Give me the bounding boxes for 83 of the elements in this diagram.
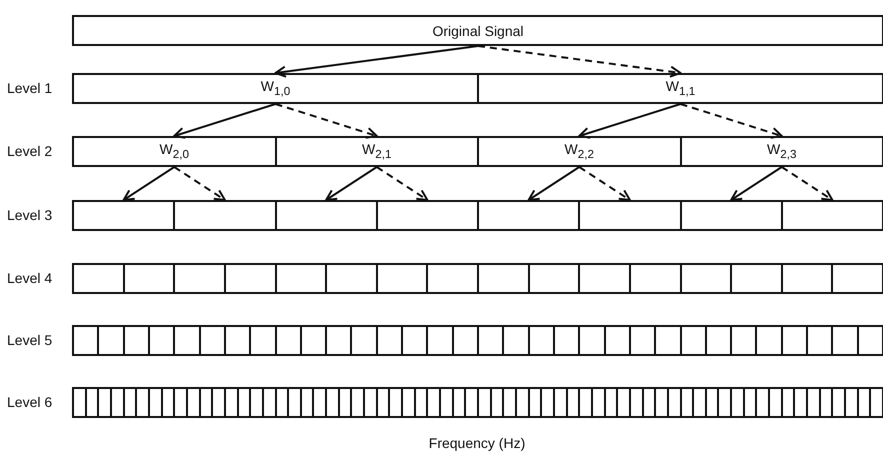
frequency-band-box (274, 325, 302, 356)
frequency-band-box (730, 263, 783, 294)
signal-band-box (72, 15, 883, 46)
frequency-band-box (869, 387, 883, 418)
frequency-band-box (350, 325, 378, 356)
frequency-band-box (72, 200, 176, 231)
frequency-band-box (780, 263, 834, 294)
signal-band-box (274, 136, 479, 167)
frequency-band-box (654, 325, 682, 356)
level-label: Level 2 (7, 143, 52, 159)
frequency-band-box (224, 263, 276, 294)
arrow (578, 103, 681, 139)
frequency-band-box (528, 263, 580, 294)
axis-label: Frequency (Hz) (428, 435, 526, 451)
signal-band-box (477, 73, 883, 104)
frequency-band-box (477, 263, 530, 294)
band-label: W$_{2,1}$ (362, 140, 392, 162)
arrow (376, 166, 428, 201)
frequency-band-box (578, 200, 682, 231)
arrow (578, 166, 631, 201)
frequency-band-box (755, 325, 783, 356)
frequency-band-box (578, 325, 606, 356)
frequency-band-box (122, 325, 150, 356)
frequency-band-box (249, 325, 276, 356)
band-label: W$_{2,0}$ (160, 140, 189, 162)
frequency-band-box (122, 263, 176, 294)
frequency-band-box (173, 200, 276, 231)
arrow (173, 103, 276, 139)
arrow (730, 166, 782, 201)
signal-band-box (72, 73, 479, 104)
band-label: W$_{1,1}$ (666, 78, 696, 100)
frequency-band-box (97, 325, 125, 356)
arrow (781, 166, 834, 201)
arrow (274, 45, 478, 78)
level-label: Level 4 (7, 270, 52, 286)
frequency-band-box (325, 263, 378, 294)
frequency-band-box (604, 325, 631, 356)
frequency-band-box (274, 200, 378, 231)
frequency-band-box (173, 325, 201, 356)
frequency-band-box (680, 200, 783, 231)
level-label: Level 1 (7, 80, 52, 96)
signal-band-box (72, 136, 276, 167)
arrow (680, 103, 783, 139)
frequency-band-box (274, 263, 328, 294)
frequency-band-box (426, 325, 454, 356)
frequency-band-box (780, 200, 883, 231)
frequency-band-box (578, 263, 631, 294)
signal-band-box (680, 136, 883, 167)
band-label: W$_{1,0}$ (260, 78, 290, 100)
frequency-band-box (680, 263, 732, 294)
arrow (325, 166, 378, 201)
arrow (174, 166, 226, 201)
arrow (528, 166, 580, 201)
frequency-band-box (477, 325, 504, 356)
frequency-band-box (680, 325, 707, 356)
frequency-band-box (502, 325, 530, 356)
frequency-band-box (72, 263, 125, 294)
arrow (122, 166, 175, 201)
frequency-band-box (376, 200, 479, 231)
frequency-band-box (376, 263, 428, 294)
frequency-band-box (477, 200, 580, 231)
level-label: Level 5 (7, 332, 52, 348)
frequency-band-box (325, 325, 352, 356)
signal-band-box (477, 136, 682, 167)
frequency-band-box (628, 263, 682, 294)
frequency-band-box (198, 325, 226, 356)
band-label: Original Signal (432, 22, 524, 38)
frequency-band-box (426, 263, 479, 294)
frequency-band-box (730, 325, 758, 356)
frequency-band-box (401, 325, 428, 356)
band-label: W$_{2,2}$ (564, 140, 594, 162)
level-label: Level 3 (7, 207, 52, 223)
frequency-band-box (806, 325, 834, 356)
frequency-band-box (856, 325, 883, 356)
frequency-band-box (528, 325, 555, 356)
frequency-band-box (173, 263, 226, 294)
level-label: Level 6 (7, 394, 52, 410)
arrow (275, 103, 378, 139)
frequency-band-box (72, 325, 100, 356)
frequency-band-box (831, 263, 883, 294)
frequency-band-box (831, 325, 859, 356)
band-label: W$_{2,3}$ (767, 140, 796, 162)
arrow (478, 45, 682, 78)
